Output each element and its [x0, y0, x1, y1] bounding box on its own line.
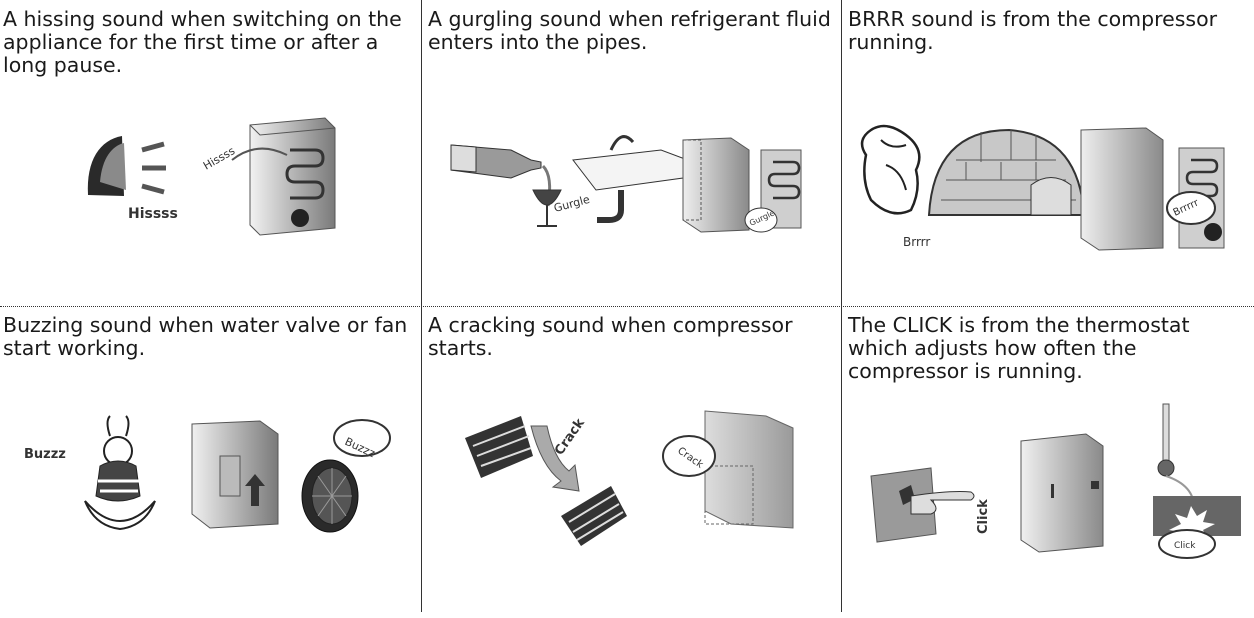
click-illustration: Click Click: [870, 403, 1241, 559]
caption-gurgling: A gurgling sound when refrigerant fluid …: [428, 7, 831, 54]
caption-click: The CLICK is from the thermostat which a…: [848, 313, 1190, 383]
cracking-illustration: Crack Crack: [465, 410, 794, 546]
caption-cracking: A cracking sound when compressor starts.: [428, 313, 793, 360]
hiss-label-2: Hissss: [201, 144, 237, 173]
thermostat-icon: [1153, 403, 1241, 548]
igloo-icon: [927, 128, 1086, 216]
bee-icon: [84, 415, 156, 531]
fridge-icon: [1020, 433, 1104, 553]
hissing-illustration: Hissss Hissss: [87, 117, 336, 236]
crack-label: Crack: [552, 416, 588, 459]
cell-gurgling: A gurgling sound when refrigerant fluid …: [421, 0, 841, 306]
caption-brrr: BRRR sound is from the compressor runnin…: [848, 7, 1218, 54]
brrr-illustration: Brrrr Brrrrr: [860, 124, 1225, 251]
cell-buzzing: Buzzing sound when water valve or fan st…: [0, 306, 421, 618]
wall-switch-icon: [870, 467, 975, 543]
fridge-icon: [704, 410, 794, 529]
buzz-label: Buzzz: [24, 447, 66, 462]
iron-icon: [87, 136, 166, 196]
speech-bubble-icon: [1158, 529, 1216, 559]
sink-icon: [572, 135, 694, 223]
caption-buzzing: Buzzing sound when water valve or fan st…: [3, 313, 408, 360]
buzzing-illustration: Buzzz Buzzz: [24, 415, 391, 533]
caption-hissing: A hissing sound when switching on the ap…: [3, 7, 402, 77]
brrr-label: Brrrr: [903, 235, 930, 249]
cell-click: The CLICK is from the thermostat which a…: [841, 306, 1254, 618]
speech-bubble-icon: [1166, 191, 1216, 225]
shivering-person-icon: [860, 124, 921, 215]
speech-bubble-icon: [744, 207, 778, 233]
bottle-icon: [450, 144, 552, 207]
appliance-icon: [231, 117, 336, 236]
cell-hissing: A hissing sound when switching on the ap…: [0, 0, 421, 306]
speech-bubble-icon: [333, 419, 391, 457]
fan-housing-icon: [191, 420, 279, 529]
wine-glass-icon: [532, 189, 562, 227]
row-divider: [0, 306, 1254, 307]
fridge-icon: [682, 137, 802, 233]
cell-brrr: BRRR sound is from the compressor runnin…: [841, 0, 1254, 306]
speech-bubble-icon: [662, 435, 716, 477]
ice-block-icon-2: [561, 486, 627, 546]
hiss-label: Hissss: [128, 206, 178, 222]
click-label: Click: [976, 499, 991, 534]
fan-wheel-icon: [301, 459, 359, 533]
ice-block-icon: [465, 416, 533, 478]
click-label-2: Click: [1174, 541, 1196, 551]
fridge-icon: [1080, 127, 1225, 251]
cell-cracking: A cracking sound when compressor starts.…: [421, 306, 841, 618]
gurgling-illustration: Gurgle Gurgle: [450, 135, 802, 233]
arrow-icon: [530, 425, 580, 492]
